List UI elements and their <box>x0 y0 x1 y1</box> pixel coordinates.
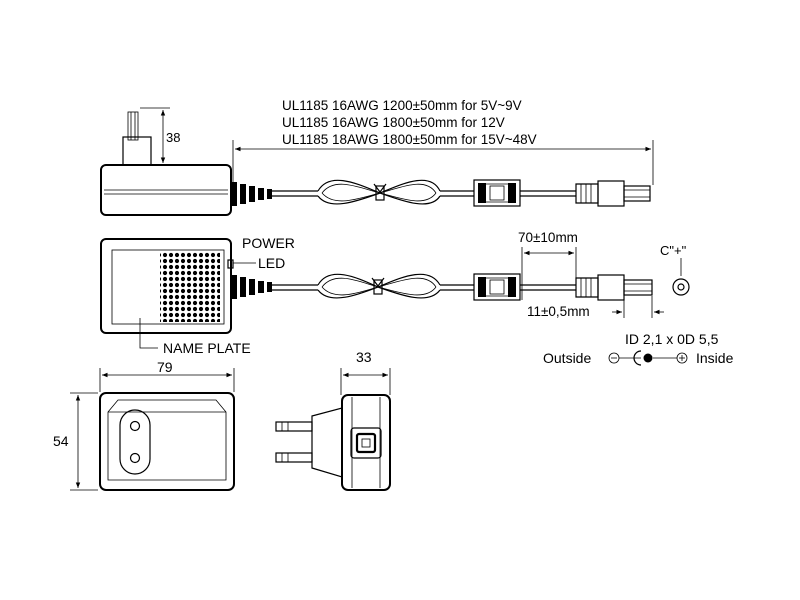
plug-end-view: C"+" <box>660 243 690 296</box>
strain-relief-top <box>231 182 272 206</box>
cable-spec-line-1: UL1185 16AWG 1200±50mm for 5V~9V <box>282 98 522 113</box>
inside-label: Inside <box>696 350 734 366</box>
strain-relief-middle <box>231 275 272 299</box>
name-plate-label: NAME PLATE <box>163 340 251 356</box>
dimension-70mm: 70±10mm <box>518 230 578 300</box>
dimension-width-79-label: 79 <box>157 359 173 375</box>
outside-label: Outside <box>543 350 591 366</box>
connector-id-label: ID 2,1 x 0D 5,5 <box>625 331 719 347</box>
dimension-depth-33-label: 33 <box>356 349 372 365</box>
cable-spec-text: UL1185 16AWG 1200±50mm for 5V~9V UL1185 … <box>282 98 537 147</box>
dimension-11mm-label: 11±0,5mm <box>527 304 590 319</box>
dimension-depth-33: 33 <box>340 349 391 395</box>
plug-prong-top <box>122 111 152 166</box>
dimension-70mm-label: 70±10mm <box>518 230 578 245</box>
adapter-body-front <box>99 392 235 491</box>
cable-spec-line-2: UL1185 16AWG 1800±50mm for 12V <box>282 115 505 130</box>
front-view: 79 54 <box>53 359 235 491</box>
cable-coil-middle <box>317 273 441 299</box>
ferrite-core-top <box>473 179 521 207</box>
dimension-height-54-label: 54 <box>53 433 69 449</box>
cable-exit-icon <box>350 427 382 459</box>
polarity-diagram: ID 2,1 x 0D 5,5 Outside Inside <box>543 331 734 366</box>
dimension-height-54: 54 <box>53 392 98 491</box>
power-label: POWER <box>242 235 295 251</box>
led-label: LED <box>258 255 285 271</box>
top-side-view: 38 <box>100 98 654 216</box>
plug-side-view: 33 <box>275 349 391 491</box>
cable-length-dimension <box>232 140 654 185</box>
socket-outlet-icon <box>119 409 151 475</box>
power-led-indicator <box>227 259 234 269</box>
cable-spec-line-3: UL1185 18AWG 1800±50mm for 15V~48V <box>282 132 537 147</box>
ferrite-core-middle <box>473 273 521 301</box>
dimension-height-38: 38 <box>140 107 180 166</box>
middle-top-view: POWER LED NAME PLATE <box>100 230 734 366</box>
dimension-height-38-label: 38 <box>166 130 180 145</box>
dimension-width-79: 79 <box>99 359 235 392</box>
dc-plug-top <box>575 180 651 207</box>
c-plus-label: C"+" <box>660 243 687 258</box>
dimension-11mm: 11±0,5mm <box>527 296 664 319</box>
plug-prongs-side <box>275 407 343 478</box>
vent-grid <box>160 252 220 322</box>
dc-plug-middle <box>575 274 653 301</box>
plus-symbol-icon <box>676 352 688 364</box>
adapter-body-side <box>341 394 391 491</box>
cable-coil-top <box>317 179 441 205</box>
